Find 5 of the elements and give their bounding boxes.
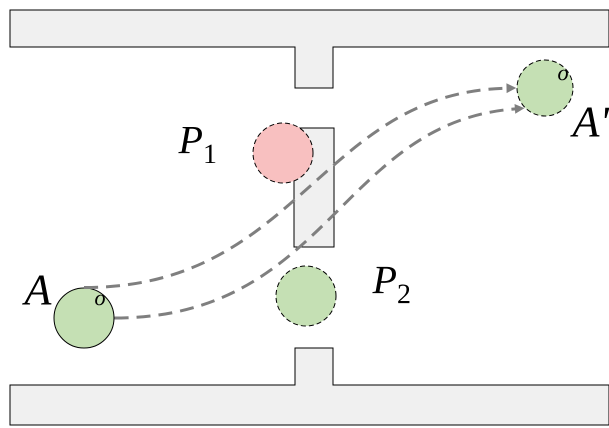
point-label: P$_{2}$	[372, 266, 410, 304]
circle	[252, 122, 314, 184]
circle	[276, 266, 336, 326]
point-label: P$_{1}$	[178, 126, 216, 164]
point-label: A	[22, 275, 52, 305]
